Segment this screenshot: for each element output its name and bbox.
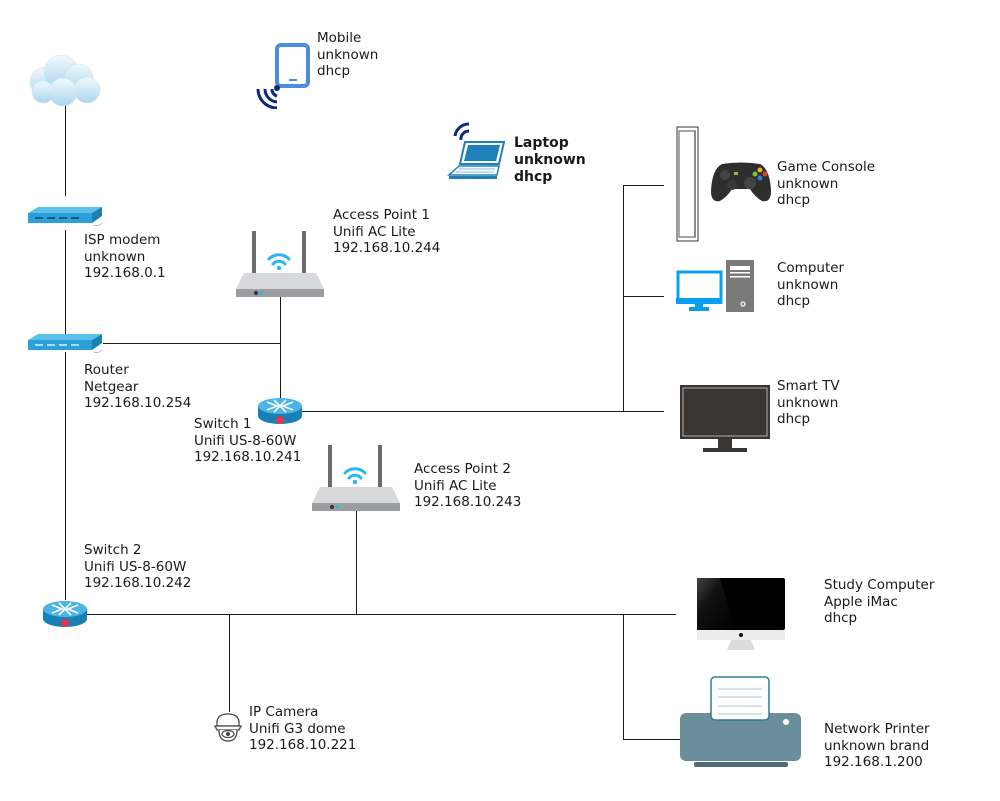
desktop-computer-icon[interactable] — [676, 258, 756, 314]
mobile-label: Mobile unknown dhcp — [317, 30, 379, 79]
access-point-icon[interactable] — [312, 443, 402, 513]
game-console-label: Game Console unknown dhcp — [777, 159, 876, 208]
game-controller-icon[interactable] — [710, 161, 772, 205]
isp-modem-label: ISP modem unknown 192.168.0.1 — [84, 232, 166, 281]
smart-tv-label: Smart TV unknown dhcp — [777, 378, 840, 427]
computer-label: Computer unknown dhcp — [777, 260, 845, 309]
laptop-icon[interactable] — [447, 122, 509, 182]
ap1-label: Access Point 1 Unifi AC Lite 192.168.10.… — [333, 207, 441, 256]
access-point-icon[interactable] — [236, 229, 326, 299]
imac-icon[interactable] — [696, 577, 786, 651]
ap2-label: Access Point 2 Unifi AC Lite 192.168.10.… — [414, 461, 522, 510]
router-label: Router Netgear 192.168.10.254 — [84, 362, 192, 411]
ip-camera-label: IP Camera Unifi G3 dome 192.168.10.221 — [249, 704, 357, 753]
ip-camera-icon[interactable] — [212, 711, 244, 743]
switch1-label: Switch 1 Unifi US-8-60W 192.168.10.241 — [194, 416, 302, 465]
smart-tv-icon[interactable] — [679, 384, 771, 454]
game-console-tower-icon[interactable] — [676, 126, 700, 242]
cloud-icon[interactable] — [25, 52, 105, 108]
study-computer-label: Study Computer Apple iMac dhcp — [824, 577, 935, 626]
router-icon[interactable] — [26, 332, 104, 357]
switch-icon[interactable] — [257, 397, 303, 427]
printer-icon[interactable] — [679, 676, 803, 770]
printer-label: Network Printer unknown brand 192.168.1.… — [824, 721, 930, 770]
laptop-label: Laptop unknown dhcp — [514, 135, 586, 185]
switch2-label: Switch 2 Unifi US-8-60W 192.168.10.242 — [84, 542, 192, 591]
switch-icon[interactable] — [42, 600, 88, 630]
modem-icon[interactable] — [26, 205, 104, 230]
mobile-icon[interactable] — [250, 43, 312, 109]
